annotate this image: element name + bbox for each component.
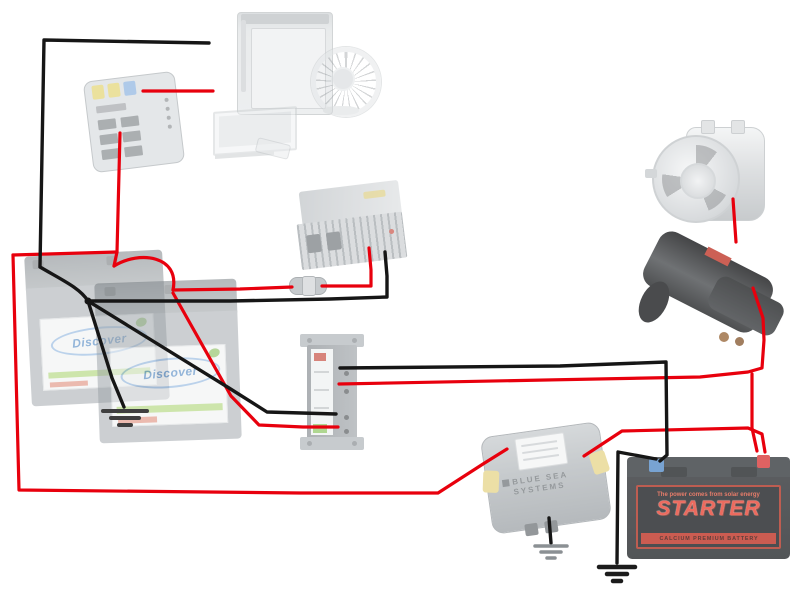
starter-subtitle-band: CALCIUM PREMIUM BATTERY: [641, 533, 776, 544]
screw-hole: [307, 338, 312, 343]
controller-mount-flange: [300, 437, 364, 450]
controller-mount-flange: [300, 334, 364, 347]
wire-negative-junction-to-inverter: [86, 250, 389, 303]
alternator-lug: [701, 120, 715, 134]
wire-positive-battery1-stub: [112, 250, 119, 268]
wire-negative-battery1-to-junction: [38, 265, 90, 303]
fridge-handle: [241, 20, 246, 93]
starter-battery-top: [627, 455, 790, 479]
controller-body: [307, 345, 357, 439]
wire-positive-tap-to-starter-battery: [750, 372, 759, 453]
inline-fuse-cap: [302, 276, 316, 296]
starter-positive-terminal: [757, 455, 770, 468]
starter-name-text: STARTER: [656, 497, 761, 520]
starter-subtitle-text: CALCIUM PREMIUM BATTERY: [659, 535, 758, 542]
starter-battery-label: The power comes from solar energy STARTE…: [636, 485, 781, 549]
wire-positive-battery-parallel-link: [112, 255, 176, 292]
charge-controller-illustration: [300, 334, 364, 450]
controller-terminal: [344, 415, 349, 420]
label-line: [314, 407, 329, 409]
controller-terminal: [344, 371, 349, 376]
fan-base: [323, 106, 359, 115]
alternator-pulley-face: [652, 135, 740, 223]
wire-positive-fusebox-feed: [115, 131, 122, 254]
wire-positive-battery-to-inline-fuse: [171, 285, 294, 292]
ground-symbol-isolator: [533, 544, 569, 560]
alternator-hub: [680, 163, 716, 199]
starter-tagline-text: The power comes from solar energy: [657, 491, 760, 498]
wire-positive-inline-fuse-to-inverter: [320, 246, 373, 288]
controller-terminal: [344, 389, 349, 394]
negative-junction-node: [84, 297, 92, 305]
battery-top-block: [731, 467, 757, 477]
fridge-lid: [241, 14, 329, 24]
screw-hole: [307, 441, 312, 446]
fan-hub: [331, 67, 355, 91]
ground-symbol-starter: [596, 564, 638, 584]
starter-battery-illustration: The power comes from solar energy STARTE…: [627, 449, 790, 559]
wire-positive-leisure-to-isolator: [11, 253, 509, 495]
wire-positive-isolator-to-starter-battery: [582, 426, 767, 458]
starter-battery-body: The power comes from solar energy STARTE…: [627, 477, 790, 559]
starter-motor-illustration: [632, 226, 788, 348]
inline-fuse-illustration: [289, 276, 327, 296]
wire-negative-junction-to-ground: [86, 299, 126, 409]
label-line: [314, 371, 329, 373]
battery-top-block: [661, 467, 687, 477]
starter-terminal-copper: [719, 332, 729, 342]
wire-negative-starter-battery-to-ground: [615, 450, 658, 565]
wire-positive-bus-left: [11, 250, 119, 257]
wire-negative-isolator-to-ground: [547, 516, 553, 545]
screw-hole: [352, 338, 357, 343]
alternator-illustration: [645, 117, 765, 237]
ground-symbol-leisure: [101, 409, 149, 427]
wire-positive-battery-to-controller: [171, 291, 340, 429]
wire-negative-fridge-to-battery1: [38, 38, 211, 268]
wire-negative-junction-to-controller: [86, 299, 338, 416]
screw-hole: [352, 441, 357, 446]
controller-terminal: [344, 429, 349, 434]
wire-negative-controller-to-starter-battery: [338, 360, 669, 463]
alternator-lug: [731, 120, 745, 134]
wire-positive-alternator-to-starter-motor: [731, 197, 738, 244]
label-line: [314, 389, 329, 391]
alternator-shaft: [645, 169, 657, 178]
controller-red-badge: [314, 353, 326, 361]
wire-positive-controller-to-starter-motor: [337, 286, 766, 386]
starter-terminal-copper: [735, 337, 744, 346]
fan-illustration: [311, 47, 381, 117]
